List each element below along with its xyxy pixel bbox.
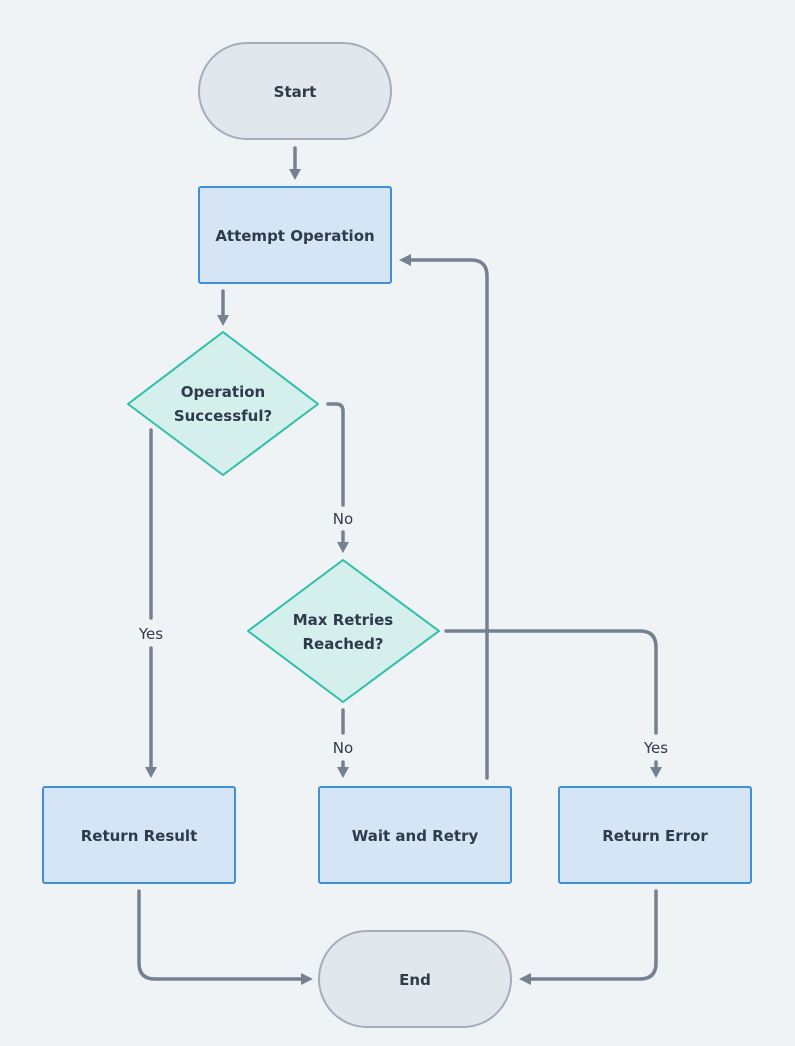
return-result-label: Return Result <box>81 827 198 845</box>
arrowhead <box>289 169 301 180</box>
arrowhead <box>301 973 313 985</box>
node-return-result[interactable]: Return Result <box>42 786 236 884</box>
arrowhead <box>519 973 531 985</box>
edge-result-to-end <box>137 889 304 981</box>
attempt-label: Attempt Operation <box>215 227 374 245</box>
edge-labels: No Yes No Yes <box>138 510 668 757</box>
attempt-process-shape <box>198 186 392 284</box>
edge-label-retries-no: No <box>333 739 353 757</box>
wait-retry-label: Wait and Retry <box>352 827 479 845</box>
edge-label-success-no: No <box>333 510 353 528</box>
node-attempt-operation[interactable]: Attempt Operation <box>198 186 392 284</box>
return-result-process-shape <box>42 786 236 884</box>
start-terminal-shape <box>198 42 392 140</box>
edge-retry-loop <box>408 258 489 780</box>
arrowhead <box>337 542 349 553</box>
edge-label-retries-yes: Yes <box>643 739 668 757</box>
success-label-line2: Successful? <box>174 407 272 425</box>
node-end[interactable]: End <box>318 930 512 1028</box>
arrowhead <box>217 315 229 326</box>
arrowhead <box>145 767 157 778</box>
arrowhead <box>399 254 411 266</box>
retries-label-line1: Max Retries <box>293 611 394 629</box>
return-error-label: Return Error <box>602 827 708 845</box>
edge-success-no <box>326 402 345 507</box>
retries-decision-shape <box>247 559 440 703</box>
node-return-error[interactable]: Return Error <box>558 786 752 884</box>
edges <box>137 146 662 985</box>
node-wait-and-retry[interactable]: Wait and Retry <box>318 786 512 884</box>
return-error-process-shape <box>558 786 752 884</box>
node-operation-successful-decision[interactable]: Operation Successful? <box>127 331 319 476</box>
edge-retries-yes <box>444 629 658 735</box>
node-max-retries-decision[interactable]: Max Retries Reached? <box>247 559 440 703</box>
success-decision-shape <box>127 331 319 476</box>
wait-retry-process-shape <box>318 786 512 884</box>
end-terminal-shape <box>318 930 512 1028</box>
edge-label-success-yes: Yes <box>138 625 163 643</box>
success-label-line1: Operation <box>181 383 265 401</box>
retries-label-line2: Reached? <box>302 635 383 653</box>
arrowhead <box>650 767 662 778</box>
start-label: Start <box>274 83 317 101</box>
arrowhead <box>337 767 349 778</box>
end-label: End <box>399 971 431 989</box>
edge-error-to-end <box>528 889 658 981</box>
node-start[interactable]: Start <box>198 42 392 140</box>
